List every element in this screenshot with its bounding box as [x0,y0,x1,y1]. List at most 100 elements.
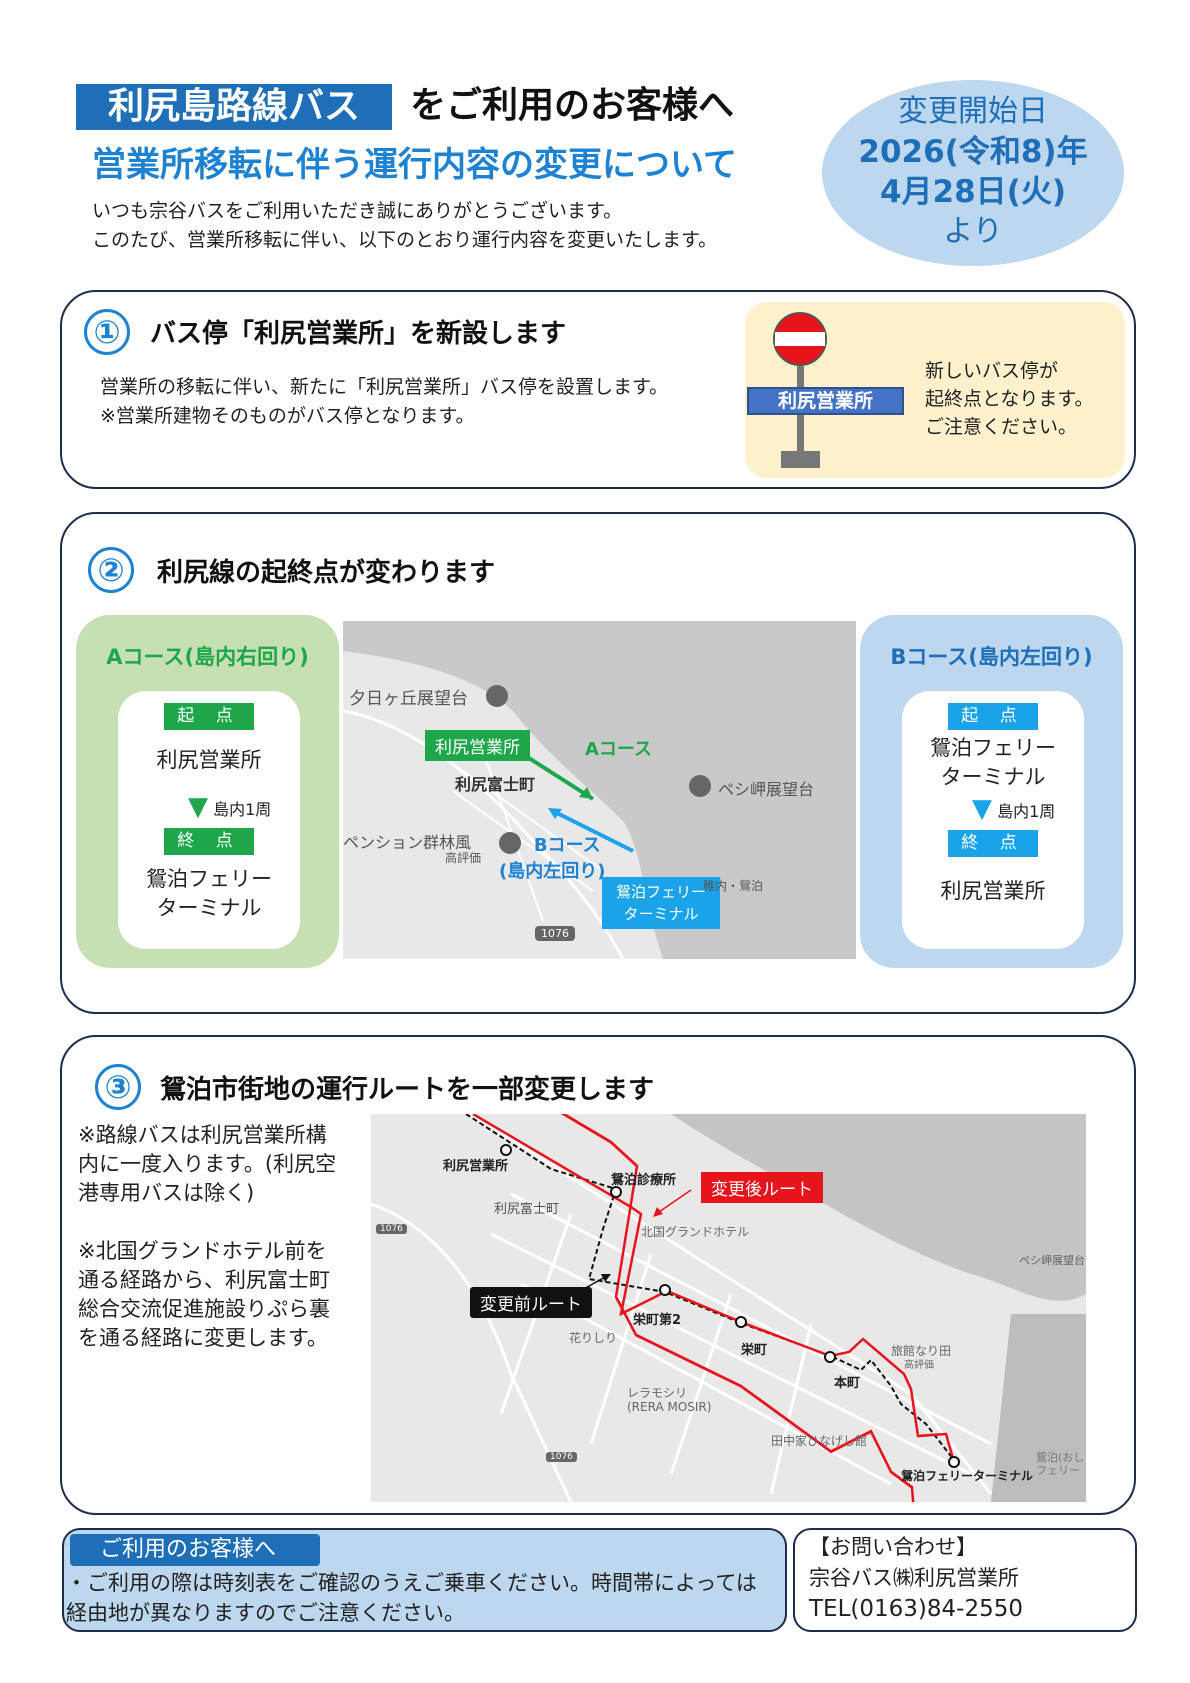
stop-label: 栄町 [741,1343,768,1358]
map-label: 花りしり [569,1331,618,1345]
note-line: 新しいバス停が [925,360,1059,382]
section-number: ② [88,547,134,593]
section-heading: 利尻線の起終点が変わります [157,558,496,588]
start-date-badge: 変更開始日 2026(令和8)年 4月28日(火) より [822,80,1124,266]
notice-box: ご利用のお客様へ ・ご利用の際は時刻表をご確認のうえご乗車ください。時間帯によっ… [62,1528,787,1632]
course-map: 夕日ヶ丘展望台 利尻営業所 Aコース 利尻富士町 ペシ岬展望台 ペンション群林風… [343,621,856,959]
intro-line: このたび、営業所移転に伴い、以下のとおり運行内容を変更いたします。 [92,229,718,251]
body-line: 営業所の移転に伴い、新たに「利尻営業所」バス停を設置します。 [100,376,669,398]
a-course-label: Aコース [585,739,653,760]
map-label: 稚内・鴛泊 [703,879,764,893]
b-course-line: Bコース [533,835,601,856]
stop-label: 利尻営業所 [443,1159,509,1174]
date-suffix: より [943,214,1003,249]
end-stop: 利尻営業所 [940,879,1046,903]
date-day: 4月28日(火) [879,174,1067,210]
ferry-tag: 鴛泊フェリーターミナル [602,877,721,929]
intro-line: いつも宗谷バスをご利用いただき誠にありがとうございます。 [92,200,623,222]
contact-title: 【お問い合わせ】 [809,1535,977,1559]
note-line: 通る経路から、利尻富士町 [78,1268,330,1292]
stop-label: 本町 [834,1376,861,1391]
end-badge: 終 点 [948,830,1038,857]
map-label: 北国グランドホテル [641,1225,750,1239]
start-line: ターミナル [940,765,1046,789]
hotel-icon [499,832,521,854]
section-notes: ※路線バスは利尻営業所構 内に一度入ります。(利尻空 港専用バスは除く) ※北国… [78,1121,336,1353]
bus-stop-sign-icon [773,312,827,366]
date-year: 2026(令和8)年 [858,134,1088,170]
notice-title: ご利用のお客様へ [70,1534,320,1566]
road-number: 1076 [376,1224,407,1234]
contact-tel[interactable]: TEL(0163)84-2550 [809,1596,1023,1622]
title: をご利用のお客様へ [410,85,735,126]
course-a-title: Aコース(島内右回り) [106,645,309,669]
map-label: 夕日ヶ丘展望台 [349,689,468,709]
rera-line: (RERA MOSIR) [627,1400,712,1414]
contact-box: 【お問い合わせ】 宗谷バス㈱利尻営業所 TEL(0163)84-2550 [793,1528,1137,1632]
road-number: 1076 [535,926,575,941]
route-map: 利尻営業所 鴛泊診療所 変更後ルート 利尻富士町 北国グランドホテル ペシ岬展望… [371,1114,1086,1502]
note-line: 起終点となります。 [925,388,1094,410]
ferry-line: 鴛泊(おし [1036,1451,1085,1464]
start-line: 鴛泊フェリー [930,736,1056,760]
map-label: 鴛泊(おしフェリー [1036,1451,1084,1477]
b-course-line: (島内左回り) [499,861,606,882]
section-heading: 鴛泊市街地の運行ルートを一部変更します [160,1075,655,1105]
course-b-panel: Bコース(島内左回り) 起 点 鴛泊フェリーターミナル ▼ 島内1周 終 点 利… [860,615,1123,968]
stop-label: 鴛泊診療所 [611,1173,677,1188]
note-line: 内に一度入ります。(利尻空 [78,1152,337,1176]
down-arrow-icon: ▼ [972,794,992,824]
stop-label: 栄町第2 [633,1313,682,1328]
note-line: を通る経路に変更します。 [78,1326,328,1350]
map-label: ペンション群林風 [343,833,472,852]
viewpoint-icon [689,775,711,797]
contact-name: 宗谷バス㈱利尻営業所 [809,1566,1019,1590]
before-route-tag: 変更前ルート [470,1287,592,1318]
road-number: 1076 [546,1452,577,1462]
note-line: 総合交流促進施設りぷら裏 [78,1297,330,1321]
start-badge: 起 点 [164,703,254,730]
section-number: ③ [95,1064,141,1110]
map-label: レラモシリ(RERA MOSIR) [627,1386,711,1414]
end-badge: 終 点 [164,828,254,855]
map-label: 田中家ひなげし館 [771,1434,868,1448]
date-label: 変更開始日 [898,94,1048,129]
map-label: 旅館なり田 [891,1344,952,1358]
map-label: ペシ岬展望台 [1019,1254,1085,1267]
note-line: ※北国グランドホテル前を [78,1239,327,1263]
viewpoint-icon [486,685,508,707]
section-body: 営業所の移転に伴い、新たに「利尻営業所」バス停を設置します。 ※営業所建物そのも… [100,373,668,431]
end-line: 鴛泊フェリー [146,867,272,891]
start-stop: 鴛泊フェリーターミナル [902,734,1084,792]
loop-label: 島内1周 [213,800,272,819]
title-badge: 利尻島路線バス [76,84,392,130]
b-course-label: Bコース (島内左回り) [499,831,605,883]
course-b-card: 起 点 鴛泊フェリーターミナル ▼ 島内1周 終 点 利尻営業所 [902,691,1084,949]
section-number: ① [84,309,130,355]
note-line: ご注意ください。 [925,416,1078,438]
note-line: 港専用バスは除く) [78,1181,255,1205]
bus-stop-label: 利尻営業所 [747,387,904,415]
notice-line: ・ご利用の際は時刻表をご確認のうえご乗車ください。時間帯によっては [66,1571,757,1595]
after-route-tag: 変更後ルート [701,1172,823,1203]
map-label: 高評価 [445,851,482,865]
end-line: ターミナル [156,896,262,920]
map-label: 利尻富士町 [455,775,536,794]
note-line: ※路線バスは利尻営業所構 [78,1123,327,1147]
body-line: ※営業所建物そのものがバス停となります。 [100,405,475,427]
end-stop: 鴛泊フェリーターミナル [118,865,300,923]
ferry-line: ターミナル [623,905,699,923]
down-arrow-icon: ▼ [188,792,208,822]
ferry-line: フェリー [1036,1464,1080,1477]
ferry-line: 鴛泊フェリー [616,883,707,901]
course-a-panel: Aコース(島内右回り) 起 点 利尻営業所 ▼ 島内1周 終 点 鴛泊フェリータ… [76,615,339,968]
notice-text: ・ご利用の際は時刻表をご確認のうえご乗車ください。時間帯によっては 経由地が異な… [66,1568,757,1628]
subtitle: 営業所移転に伴う運行内容の変更について [92,145,737,185]
start-stop: 利尻営業所 [156,748,262,772]
stop-label: 鴛泊フェリーターミナル [901,1469,1034,1483]
bus-stop-note: 新しいバス停が 起終点となります。 ご注意ください。 [925,357,1094,441]
bus-stop-base [781,451,820,468]
notice-line: 経由地が異なりますのでご注意ください。 [66,1601,465,1625]
map-label: 高評価 [904,1360,934,1371]
intro-text: いつも宗谷バスをご利用いただき誠にありがとうございます。 このたび、営業所移転に… [92,197,717,255]
